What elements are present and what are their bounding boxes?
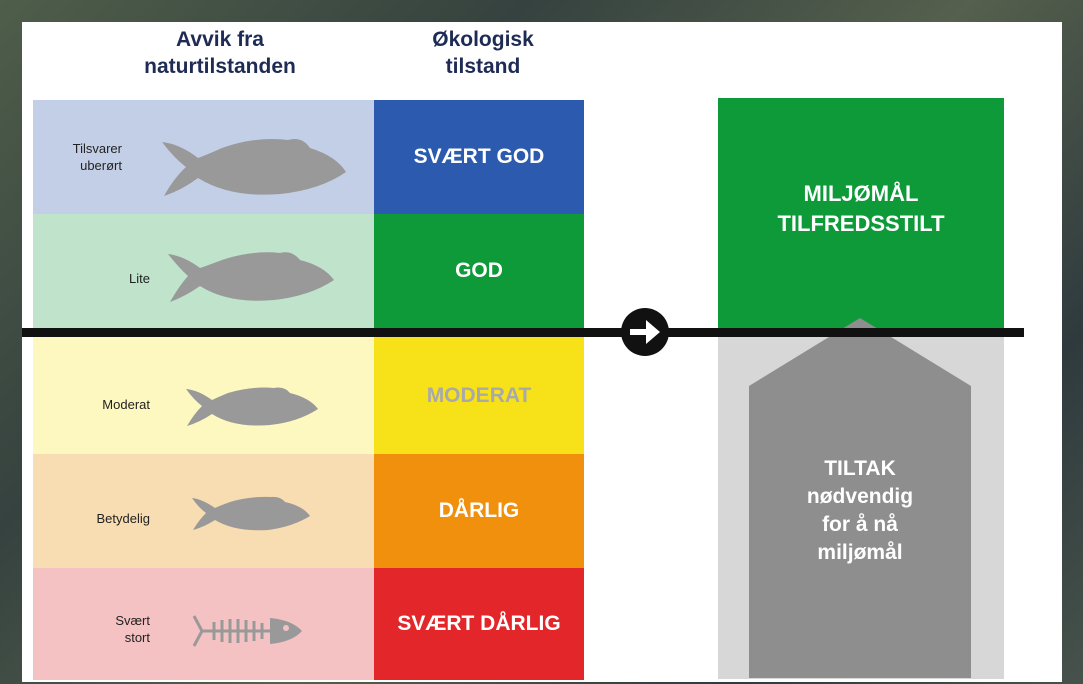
fish-icon [168,252,334,302]
fish-icon [186,387,318,426]
goal-met-text: MILJØMÅL TILFREDSSTILT [777,181,945,236]
header-deviation: Avvik fra naturtilstanden [144,28,296,78]
status-cell: DÅRLIG [374,454,584,568]
status-cell: SVÆRT GOD [374,100,584,214]
deviation-label: Lite [129,271,150,286]
deviation-label: Tilsvarer uberørt [72,141,122,173]
row-deviation-cell [33,568,374,680]
header-status: Økologisk tilstand [432,28,534,78]
arrow-right-circle-icon [621,308,669,356]
threshold-line [22,328,1024,337]
status-cell: GOD [374,214,584,328]
status-cell: MODERAT [374,337,584,454]
goal-met-box: MILJØMÅL TILFREDSSTILT [718,98,1004,330]
fish-icon [162,139,346,196]
status-cell: SVÆRT DÅRLIG [374,568,584,680]
fish-icon [192,496,310,531]
house-arrow-shape [749,318,971,678]
deviation-label: Betydelig [96,511,150,526]
deviation-label: Moderat [102,397,150,412]
deviation-label: Svært stort [115,613,150,645]
fish-skeleton-icon [192,615,302,647]
measures-text: TILTAK nødvendig for å nå miljømål [806,457,914,564]
